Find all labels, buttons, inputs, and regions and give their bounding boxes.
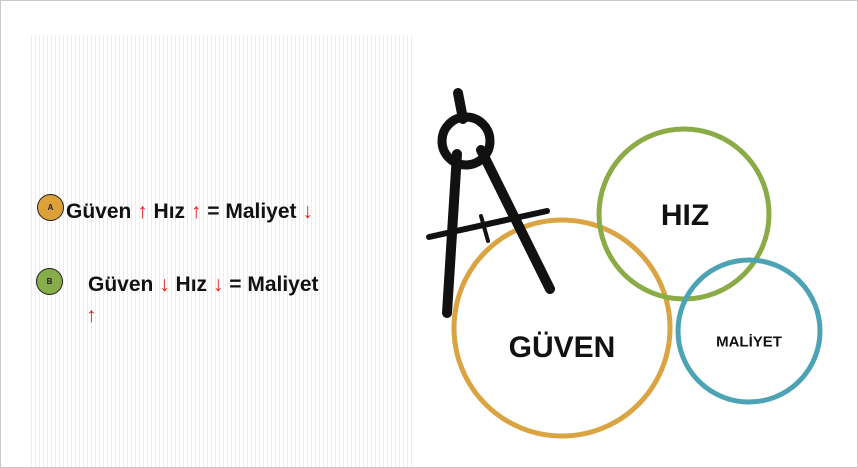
bullet-marker-a: A	[37, 194, 64, 221]
bullet-marker-b: B	[36, 268, 63, 295]
arrow-down-icon: ↓	[212, 273, 224, 296]
word-hiz: Hız	[175, 273, 208, 296]
hiz-label: HIZ	[660, 199, 710, 232]
word-maliyet: = Maliyet	[229, 273, 319, 296]
striped-background-panel	[31, 35, 413, 467]
arrow-down-icon: ↓	[159, 273, 170, 296]
bullet-text-a: Güven ↑ Hız ↑ = Maliyet ↓	[66, 201, 313, 222]
arrow-up-icon: ↑	[137, 200, 148, 223]
bullet-text-b-continuation: ↑	[86, 305, 97, 326]
word-maliyet: = Maliyet	[207, 200, 297, 223]
word-guven: Güven	[88, 273, 154, 296]
compass-icon	[426, 88, 555, 318]
maliyet-label: MALİYET	[716, 333, 782, 351]
arrow-up-icon: ↑	[190, 200, 202, 223]
bullet-text-b: Güven ↓ Hız ↓ = Maliyet	[88, 274, 319, 295]
arrow-up-icon: ↑	[86, 304, 97, 327]
word-guven: Güven	[66, 200, 132, 223]
maliyet-circle	[675, 257, 823, 405]
arrow-down-icon: ↓	[302, 200, 313, 223]
guven-circle	[451, 217, 673, 439]
word-hiz: Hız	[153, 200, 186, 223]
guven-label: GÜVEN	[508, 331, 616, 364]
